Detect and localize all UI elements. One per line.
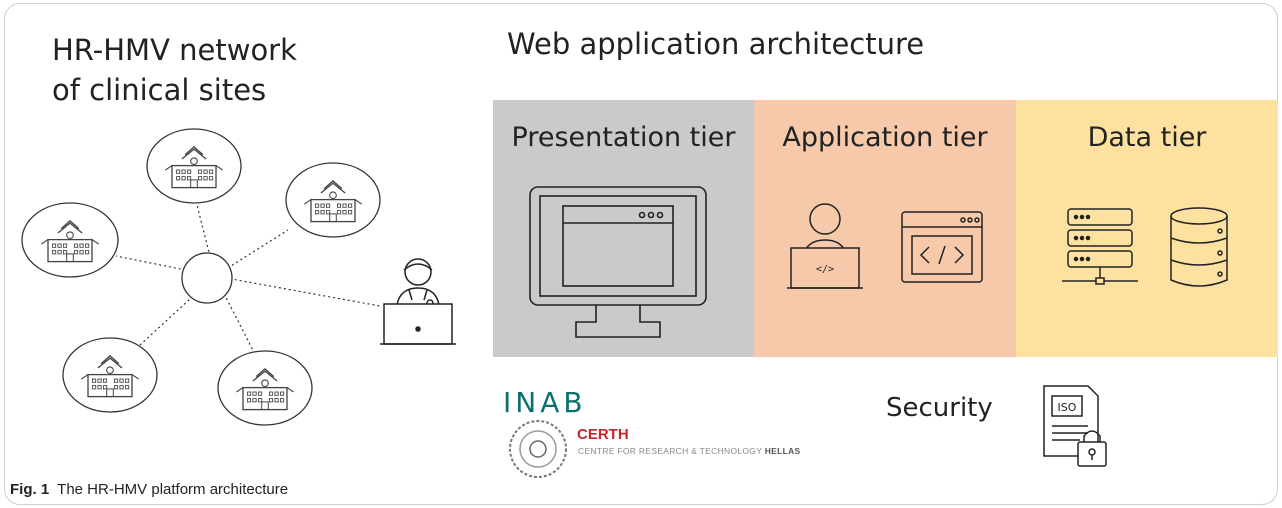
doctor-laptop-icon xyxy=(380,258,456,345)
tier-label: Presentation tier xyxy=(511,122,736,153)
hospital-icon xyxy=(21,202,119,278)
database-icon xyxy=(1170,207,1228,287)
application-tier: Application tier xyxy=(754,100,1016,357)
certh-emblem-icon xyxy=(509,420,567,478)
monitor-icon xyxy=(529,186,707,338)
caption-text: The HR-HMV platform architecture xyxy=(57,481,289,498)
figure-caption: Fig. 1 The HR-HMV platform architecture xyxy=(10,481,288,498)
hospital-icon xyxy=(217,350,313,426)
tier-label: Data tier xyxy=(1087,122,1207,153)
clinical-network-diagram xyxy=(21,128,456,426)
hospital-icon xyxy=(62,337,158,413)
server-rack-icon xyxy=(1062,208,1138,285)
data-tier: Data tier xyxy=(1016,100,1278,357)
tier-label: Application tier xyxy=(782,122,988,153)
certh-name: CERTH xyxy=(577,426,629,443)
svg-text:</>: </> xyxy=(816,264,834,275)
svg-text:ISO: ISO xyxy=(1058,401,1077,414)
figure-number: Fig. 1 xyxy=(10,481,50,498)
inab-logo: INAB xyxy=(503,386,587,419)
certh-subtitle: CENTRE FOR RESEARCH & TECHNOLOGY HELLAS xyxy=(578,446,801,456)
hospital-icon xyxy=(285,162,381,238)
code-window-icon xyxy=(901,211,983,283)
network-hub xyxy=(181,252,233,304)
network-title: HR-HMV network of clinical sites xyxy=(52,33,297,107)
presentation-tier: Presentation tier xyxy=(493,100,754,357)
developer-laptop-icon: </> xyxy=(787,203,863,289)
architecture-title: Web application architecture xyxy=(507,27,925,61)
iso-document-lock-icon: ISO xyxy=(1043,385,1107,467)
hospital-icon xyxy=(146,128,242,204)
security-label: Security xyxy=(886,393,993,423)
